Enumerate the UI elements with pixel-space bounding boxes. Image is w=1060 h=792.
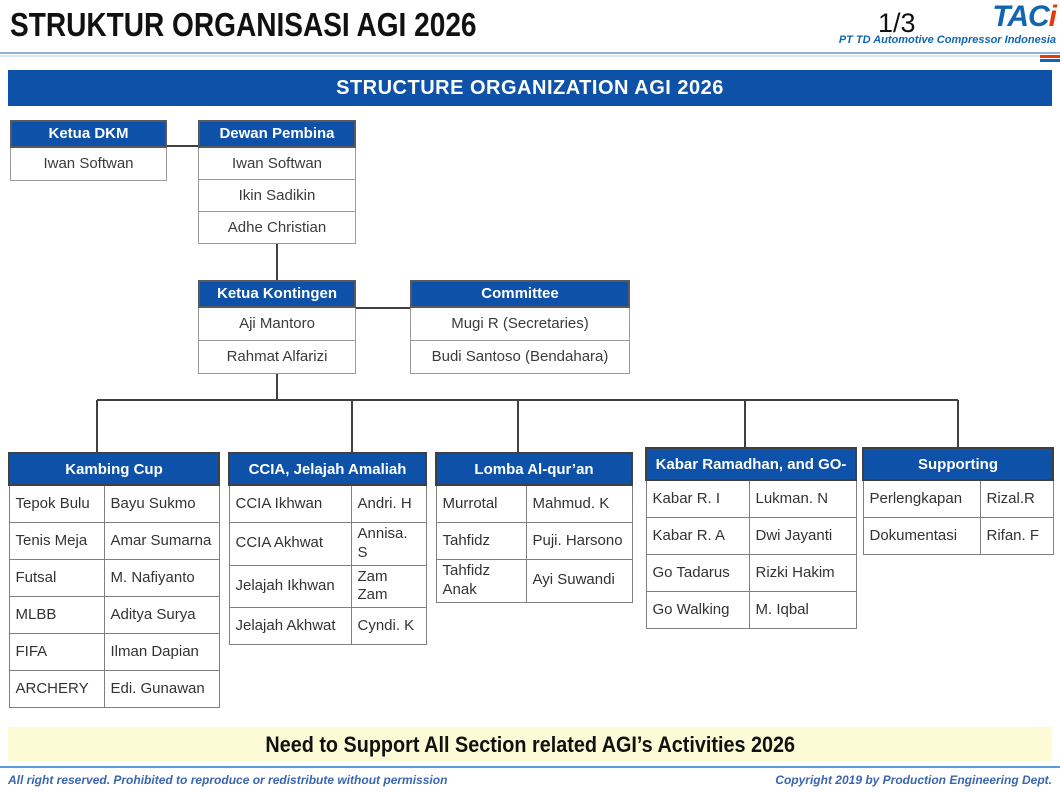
header-divider — [0, 52, 1060, 57]
person-cell: Dwi Jayanti — [748, 517, 857, 555]
person-cell: Annisa. S — [350, 522, 427, 566]
person-cell: Rizal.R — [979, 479, 1054, 518]
orgbox-member: Rahmat Alfarizi — [198, 341, 356, 374]
section-title: CCIA, Jelajah Amaliah — [228, 452, 427, 486]
orgbox-ketua-kontingen: Ketua Kontingen Aji Mantoro Rahmat Alfar… — [198, 280, 356, 374]
footer-divider — [0, 766, 1060, 768]
person-cell: Puji. Harsono — [525, 522, 633, 560]
role-cell: Jelajah Ikhwan — [228, 564, 352, 608]
orgbox-committee: Committee Mugi R (Secretaries) Budi Sant… — [410, 280, 630, 374]
person-cell: M. Nafiyanto — [103, 559, 220, 597]
orgbox-ketua-dkm: Ketua DKM Iwan Softwan — [10, 120, 167, 181]
orgbox-member: Mugi R (Secretaries) — [410, 308, 630, 341]
role-cell: Perlengkapan — [862, 479, 981, 518]
person-cell: Rizki Hakim — [748, 554, 857, 592]
page-number: 1/3 — [878, 8, 916, 38]
orgbox-member: Budi Santoso (Bendahara) — [410, 341, 630, 374]
footer-copyright-text: Copyright 2019 by Production Engineering… — [775, 773, 1052, 787]
taci-logo: TACi PT TD Automotive Compressor Indones… — [838, 0, 1057, 46]
role-cell: Dokumentasi — [862, 517, 981, 555]
role-cell: Go Tadarus — [645, 554, 750, 592]
need-support-text: Need to Support All Section related AGI’… — [265, 732, 795, 757]
section-title: Kambing Cup — [8, 452, 220, 486]
role-cell: MLBB — [8, 596, 105, 634]
role-cell: Go Walking — [645, 591, 750, 629]
role-cell: Tenis Meja — [8, 522, 105, 560]
orgbox-title: Dewan Pembina — [198, 120, 356, 148]
person-cell: M. Iqbal — [748, 591, 857, 629]
person-cell: Edi. Gunawan — [103, 670, 220, 708]
orgbox-member: Iwan Softwan — [10, 148, 167, 181]
person-cell: Bayu Sukmo — [103, 484, 220, 523]
orgbox-member: Iwan Softwan — [198, 148, 356, 180]
role-cell: Futsal — [8, 559, 105, 597]
orgbox-title: Committee — [410, 280, 630, 308]
orgbox-title: Ketua DKM — [10, 120, 167, 148]
orgbox-title: Ketua Kontingen — [198, 280, 356, 308]
orgbox-dewan-pembina: Dewan Pembina Iwan Softwan Ikin Sadikin … — [198, 120, 356, 244]
role-cell: ARCHERY — [8, 670, 105, 708]
person-cell: Zam Zam — [350, 564, 427, 608]
role-cell: Tahfidz Anak — [435, 559, 527, 603]
person-cell: Lukman. N — [748, 479, 857, 518]
person-cell: Andri. H — [350, 484, 427, 523]
role-cell: Murrotal — [435, 484, 527, 523]
footer-rights-text: All right reserved. Prohibited to reprod… — [8, 773, 448, 787]
role-cell: Tepok Bulu — [8, 484, 105, 523]
section-title: Supporting — [861, 447, 1055, 481]
orgbox-member: Adhe Christian — [198, 212, 356, 244]
person-cell: Ayi Suwandi — [525, 559, 633, 603]
role-cell: FIFA — [8, 633, 105, 671]
role-cell: CCIA Akhwat — [228, 522, 352, 566]
person-cell: Ilman Dapian — [103, 633, 220, 671]
page-title: STRUKTUR ORGANISASI AGI 2026 — [10, 6, 477, 43]
need-support-banner: Need to Support All Section related AGI’… — [8, 727, 1052, 762]
person-cell: Rifan. F — [979, 517, 1054, 555]
person-cell: Amar Sumarna — [103, 522, 220, 560]
role-cell: Kabar R. A — [645, 517, 750, 555]
role-cell: Tahfidz — [435, 522, 527, 560]
logo-text-main: TAC — [992, 0, 1049, 33]
section-title: Kabar Ramadhan, and GO- — [645, 447, 857, 481]
role-cell: Kabar R. I — [645, 479, 750, 518]
logo-accent-bars — [1040, 55, 1060, 62]
structure-banner: STRUCTURE ORGANIZATION AGI 2026 — [8, 70, 1052, 106]
person-cell: Cyndi. K — [350, 607, 427, 645]
role-cell: CCIA Ikhwan — [228, 484, 352, 523]
person-cell: Aditya Surya — [103, 596, 220, 634]
logo-text-accent: i — [1048, 0, 1057, 33]
role-cell: Jelajah Akhwat — [228, 607, 352, 645]
taci-logo-wordmark: TACi — [839, 0, 1057, 33]
orgbox-member: Ikin Sadikin — [198, 180, 356, 212]
person-cell: Mahmud. K — [525, 484, 633, 523]
section-title: Lomba Al-qur’an — [434, 452, 634, 486]
logo-subtitle: PT TD Automotive Compressor Indonesia — [838, 34, 1056, 46]
orgbox-member: Aji Mantoro — [198, 308, 356, 341]
